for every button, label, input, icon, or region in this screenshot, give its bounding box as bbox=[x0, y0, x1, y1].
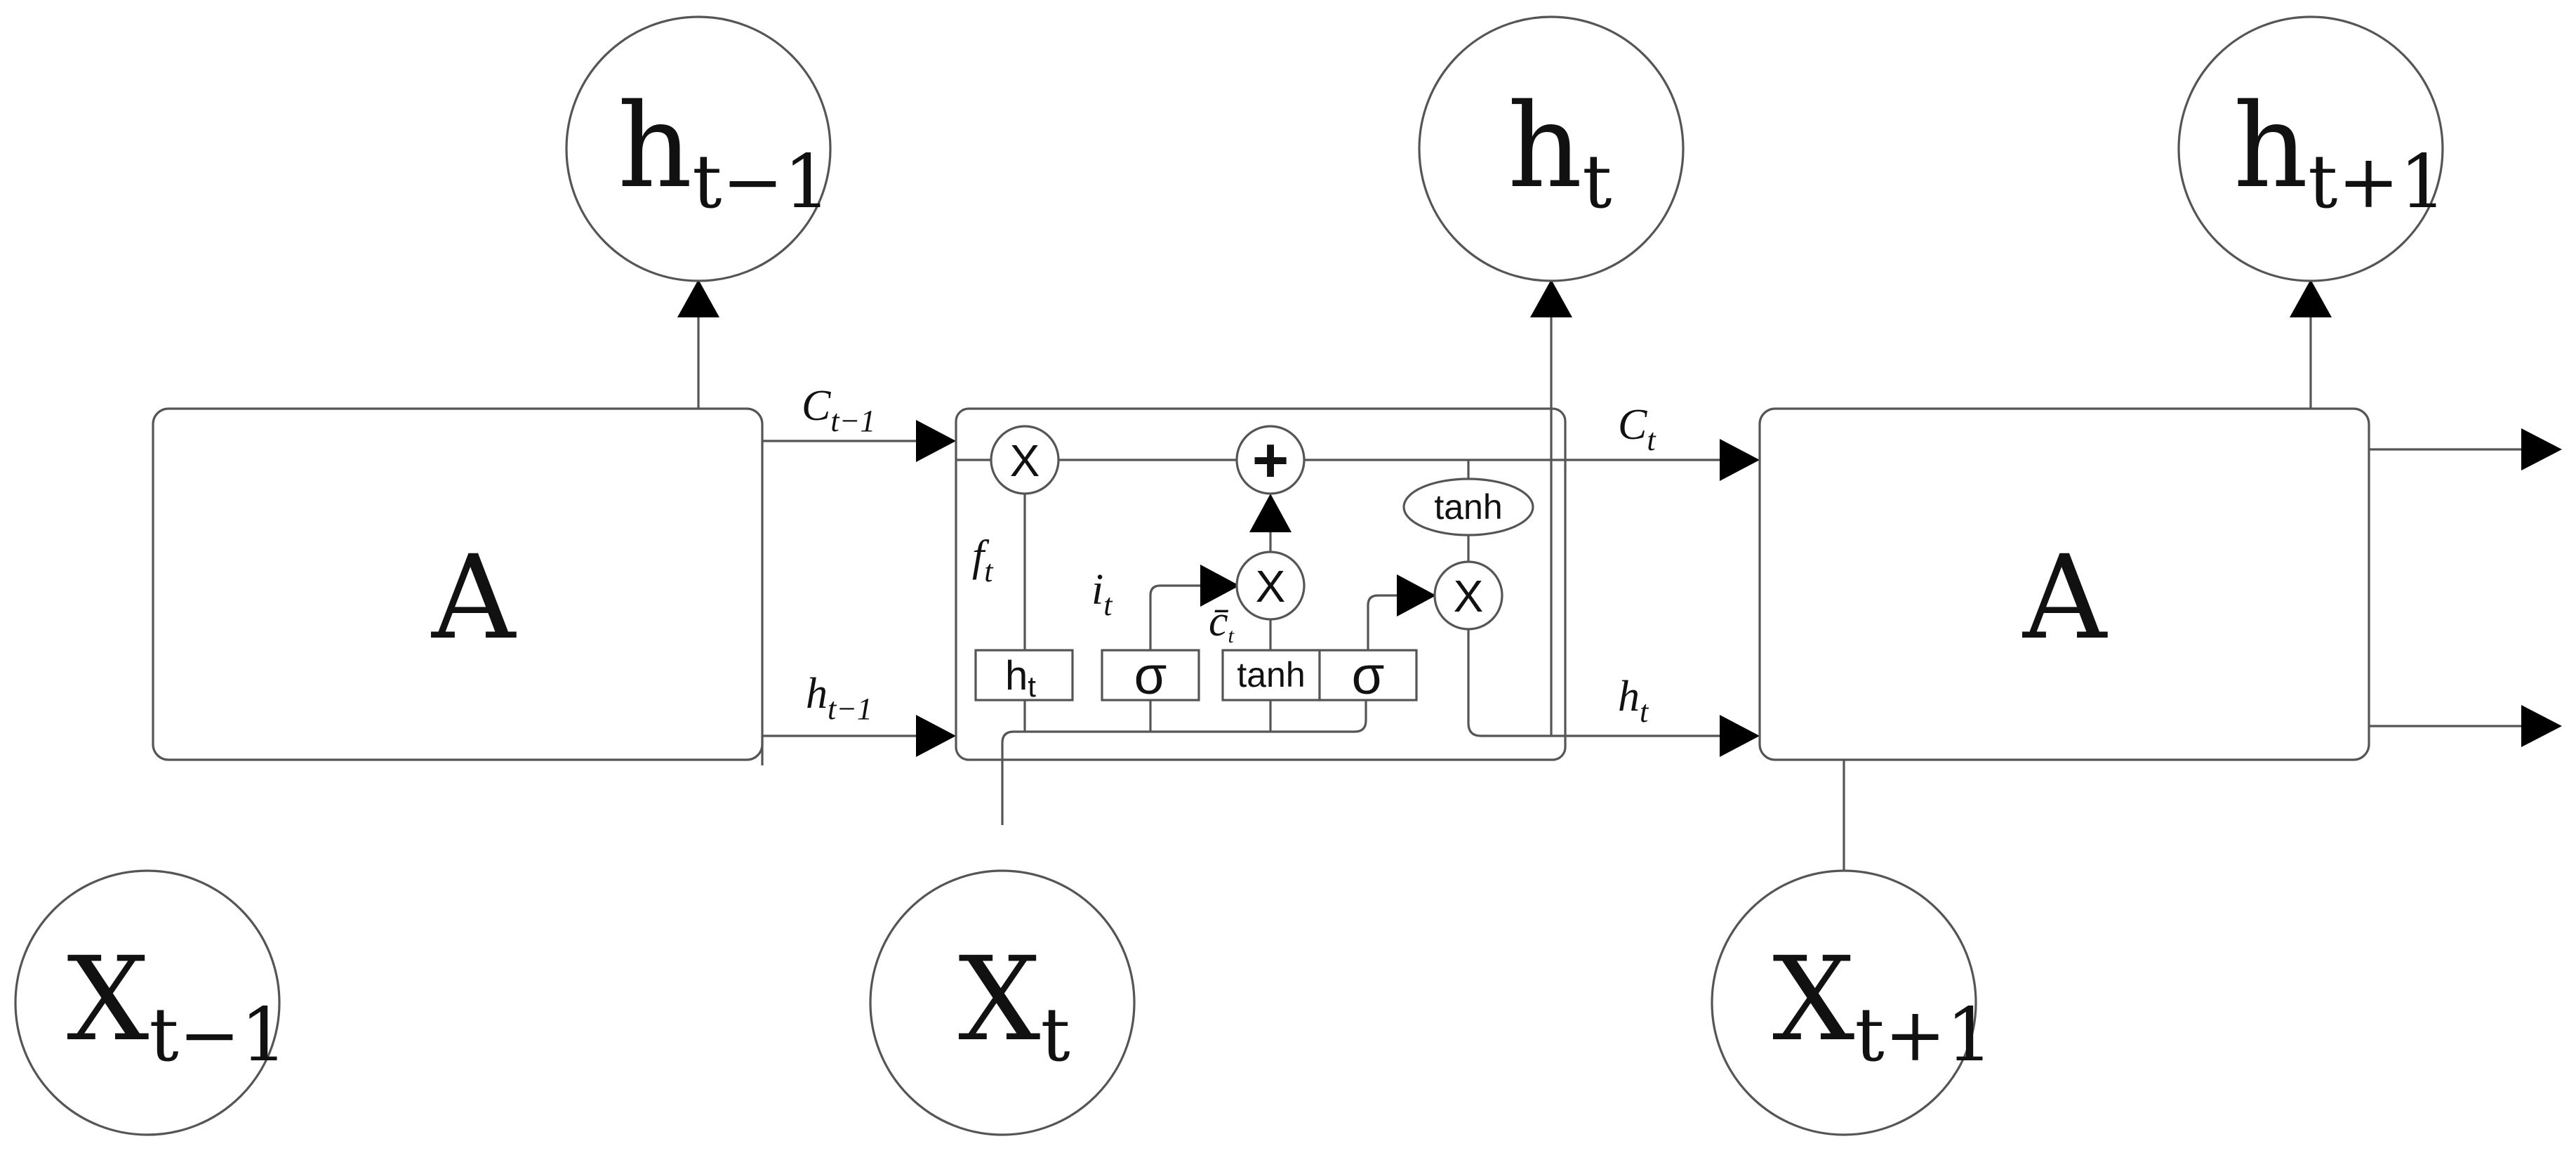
output-current-label: ht bbox=[1508, 79, 1612, 225]
hidden-in-label: ht−1 bbox=[806, 670, 872, 726]
output-node-current bbox=[1418, 15, 1685, 282]
output-gate-sigma: σ bbox=[1352, 646, 1385, 706]
input-prev-label: Xt−1 bbox=[67, 932, 287, 1078]
input-label: it bbox=[1091, 566, 1113, 622]
input-node-prev bbox=[14, 869, 281, 1136]
forget-gate-label: ht bbox=[1005, 653, 1036, 703]
forget-multiply-symbol: X bbox=[1010, 435, 1040, 486]
arrow-cell-state-in bbox=[916, 420, 956, 462]
cell-state-in-label: Ct−1 bbox=[802, 382, 875, 438]
arrow-exit-bottom bbox=[2521, 705, 2562, 747]
input-next-label: Xt+1 bbox=[1772, 932, 1993, 1078]
arrow-to-add bbox=[1249, 494, 1292, 532]
cell-right bbox=[1758, 407, 2370, 761]
output-multiply-symbol: X bbox=[1454, 571, 1484, 621]
arrow-up-right bbox=[2290, 279, 2332, 317]
input-gate-sigma: σ bbox=[1134, 646, 1167, 706]
cell-left-label: A bbox=[431, 530, 517, 665]
arrow-exit-top bbox=[2521, 428, 2562, 470]
input-current-label: Xt bbox=[958, 932, 1070, 1078]
arrow-output-gate bbox=[1397, 574, 1436, 617]
input-node-next bbox=[1711, 869, 1977, 1136]
arrow-hidden-out bbox=[1720, 715, 1760, 757]
output-prev-label: ht−1 bbox=[618, 79, 830, 225]
input-node-current bbox=[869, 869, 1136, 1136]
output-node-prev bbox=[565, 15, 832, 282]
output-gate-box bbox=[1318, 649, 1418, 701]
cell-state-out-label: Ct bbox=[1618, 401, 1657, 457]
output-tanh-label: tanh bbox=[1434, 487, 1502, 527]
add-symbol: + bbox=[1252, 426, 1289, 496]
arrow-hidden-in bbox=[916, 715, 956, 757]
cell-left bbox=[152, 407, 764, 761]
input-multiply-symbol: X bbox=[1256, 561, 1286, 612]
add-node bbox=[1235, 425, 1306, 495]
arrow-input-gate bbox=[1200, 565, 1240, 607]
output-next-label: ht+1 bbox=[2233, 79, 2446, 225]
arrow-up-middle bbox=[1530, 279, 1572, 317]
forget-gate-box bbox=[974, 649, 1074, 701]
cell-right-label: A bbox=[2022, 530, 2108, 665]
candidate-tanh-label: tanh bbox=[1237, 655, 1305, 694]
output-node-next bbox=[2177, 15, 2444, 282]
arrow-cell-state-out bbox=[1720, 439, 1760, 481]
arrow-up-left bbox=[677, 279, 719, 317]
candidate-label: c̄t bbox=[1209, 598, 1235, 647]
hidden-out-label: ht bbox=[1618, 673, 1649, 729]
